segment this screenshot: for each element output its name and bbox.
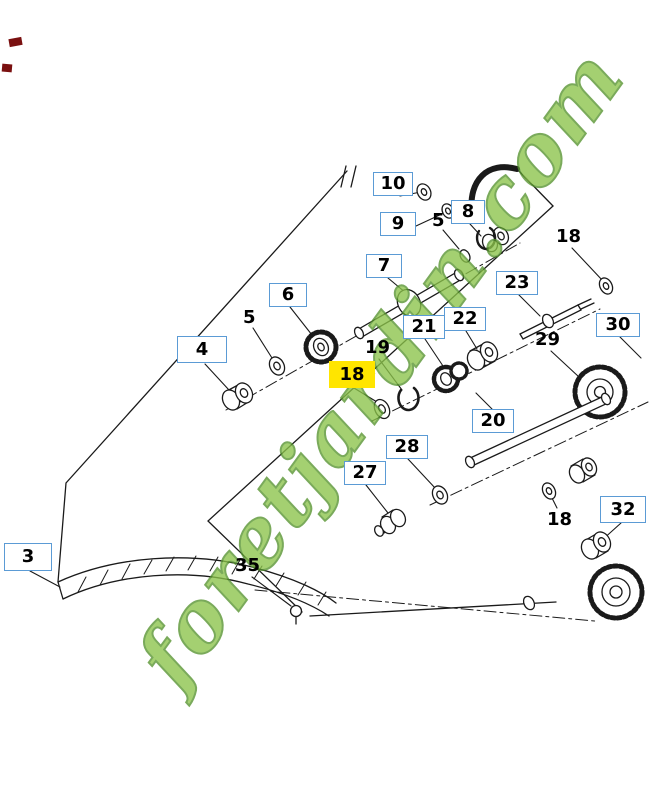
bolt-35	[289, 604, 303, 625]
washer-18-upper-right	[598, 277, 614, 295]
callout-8[interactable]: 8	[451, 200, 485, 224]
callout-18-lower: 18	[547, 509, 573, 530]
washer-18-selected-part	[373, 398, 391, 420]
callout-23[interactable]: 23	[496, 271, 538, 295]
lower-shaft	[464, 392, 612, 469]
callout-27[interactable]: 27	[344, 461, 386, 485]
bearing-32-part	[580, 531, 612, 560]
callout-29: 29	[535, 329, 561, 350]
callout-19: 19	[365, 337, 391, 358]
callout-35: 35	[235, 555, 261, 576]
callout-6[interactable]: 6	[269, 283, 307, 307]
washer-28	[431, 485, 449, 505]
leader-lines	[29, 191, 642, 607]
callout-9[interactable]: 9	[380, 212, 416, 236]
callout-32[interactable]: 32	[600, 496, 646, 523]
callout-22[interactable]: 22	[444, 307, 486, 331]
frame-lines	[57, 165, 557, 617]
callout-3[interactable]: 3	[4, 543, 52, 571]
callout-30[interactable]: 30	[596, 313, 640, 337]
upper-shaft-assembly	[353, 183, 510, 340]
washer-18-lower-part	[541, 482, 557, 500]
callout-7[interactable]: 7	[366, 254, 402, 278]
callout-28[interactable]: 28	[386, 435, 428, 459]
gear-6	[303, 329, 339, 365]
bearing-right	[568, 457, 598, 484]
washer-5	[268, 356, 286, 376]
callout-5-upper: 5	[432, 210, 445, 231]
bottom-gear	[522, 563, 645, 621]
callout-5-middle: 5	[243, 307, 256, 328]
red-mark-2	[1, 63, 13, 73]
callout-20[interactable]: 20	[472, 409, 514, 433]
callout-10[interactable]: 10	[373, 172, 413, 196]
callout-21[interactable]: 21	[403, 315, 445, 339]
handle-frame	[57, 555, 337, 617]
bearing-22	[466, 341, 499, 371]
callout-4[interactable]: 4	[177, 336, 227, 363]
callout-18-selected[interactable]: 18	[329, 361, 375, 388]
callout-18-upper-right: 18	[556, 226, 582, 247]
bearing-4	[221, 382, 254, 411]
gear-21	[431, 361, 469, 394]
roller-27	[373, 508, 407, 537]
shaft-23	[519, 298, 595, 340]
snap-ring-19	[397, 386, 420, 412]
